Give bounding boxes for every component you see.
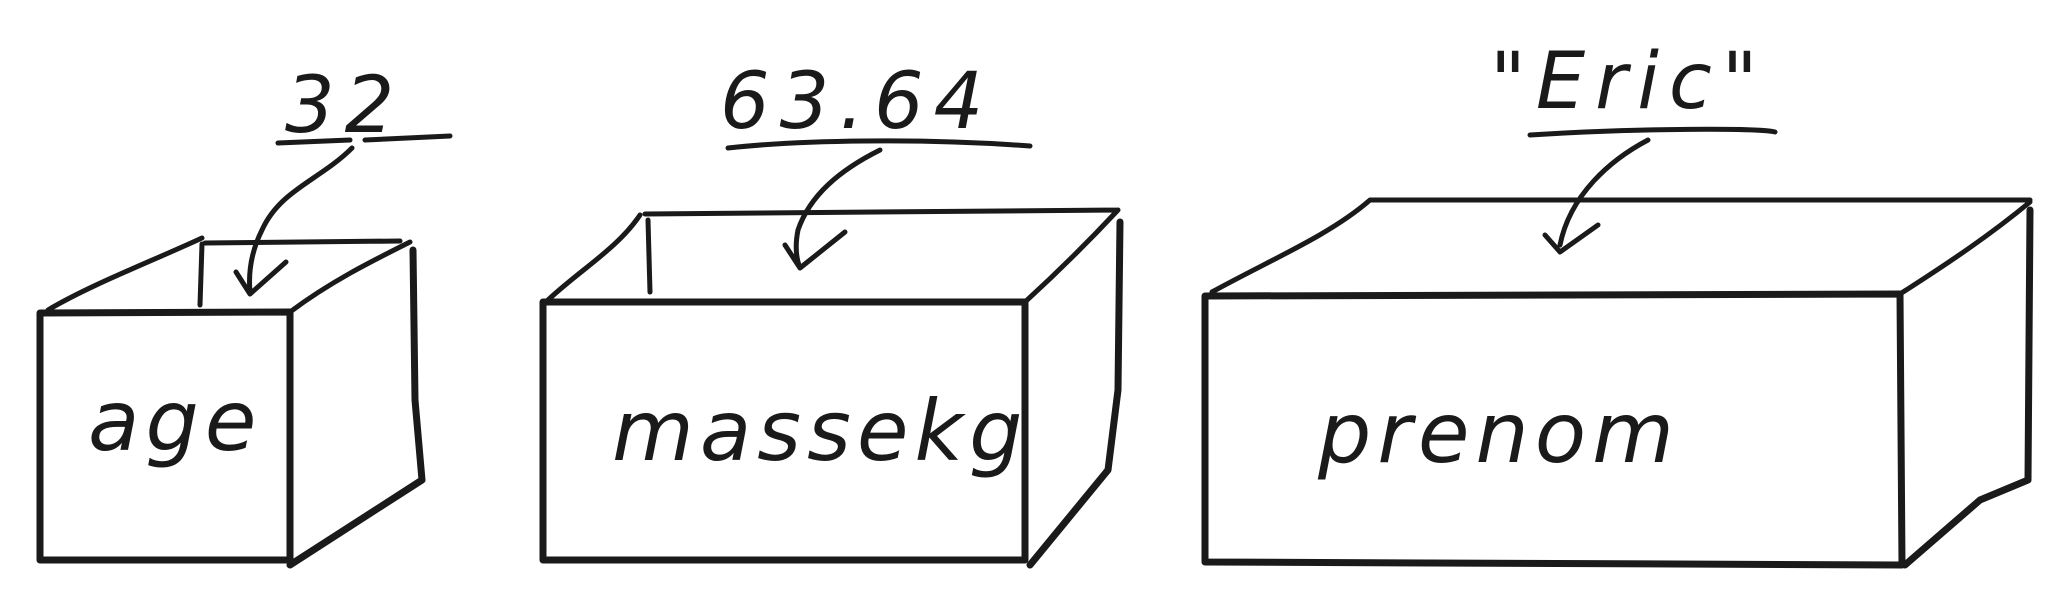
- box-label: massekg: [612, 382, 1028, 480]
- value-arrow: [1542, 137, 1651, 255]
- variable-box-age: age: [36, 235, 426, 569]
- box-front-face: [36, 308, 294, 564]
- value-age: 32: [233, 61, 453, 297]
- value-underline: [275, 133, 453, 146]
- value-massekg: 63.64: [720, 57, 1033, 271]
- box-label: age: [88, 372, 262, 470]
- box-side-face: [286, 246, 426, 569]
- value-arrow: [782, 147, 883, 271]
- box-top-face: [45, 235, 413, 315]
- box-side-face: [1026, 218, 1124, 569]
- value-arrow: [233, 145, 355, 297]
- value-label: "Eric": [1490, 37, 1768, 127]
- box-top-face: [1209, 197, 2033, 297]
- box-side-face: [1901, 206, 2034, 569]
- variable-box-massekg: massekg: [539, 207, 1124, 569]
- value-prenom: "Eric": [1490, 37, 1778, 255]
- box-front-face: [539, 298, 1029, 564]
- value-underline: [1527, 126, 1778, 138]
- box-label: prenom: [1317, 384, 1680, 482]
- value-label: 63.64: [720, 57, 993, 147]
- value-label: 32: [285, 61, 404, 151]
- box-top-face: [545, 207, 1121, 305]
- variable-box-prenom: prenom: [1201, 197, 2034, 569]
- value-underline: [725, 138, 1033, 151]
